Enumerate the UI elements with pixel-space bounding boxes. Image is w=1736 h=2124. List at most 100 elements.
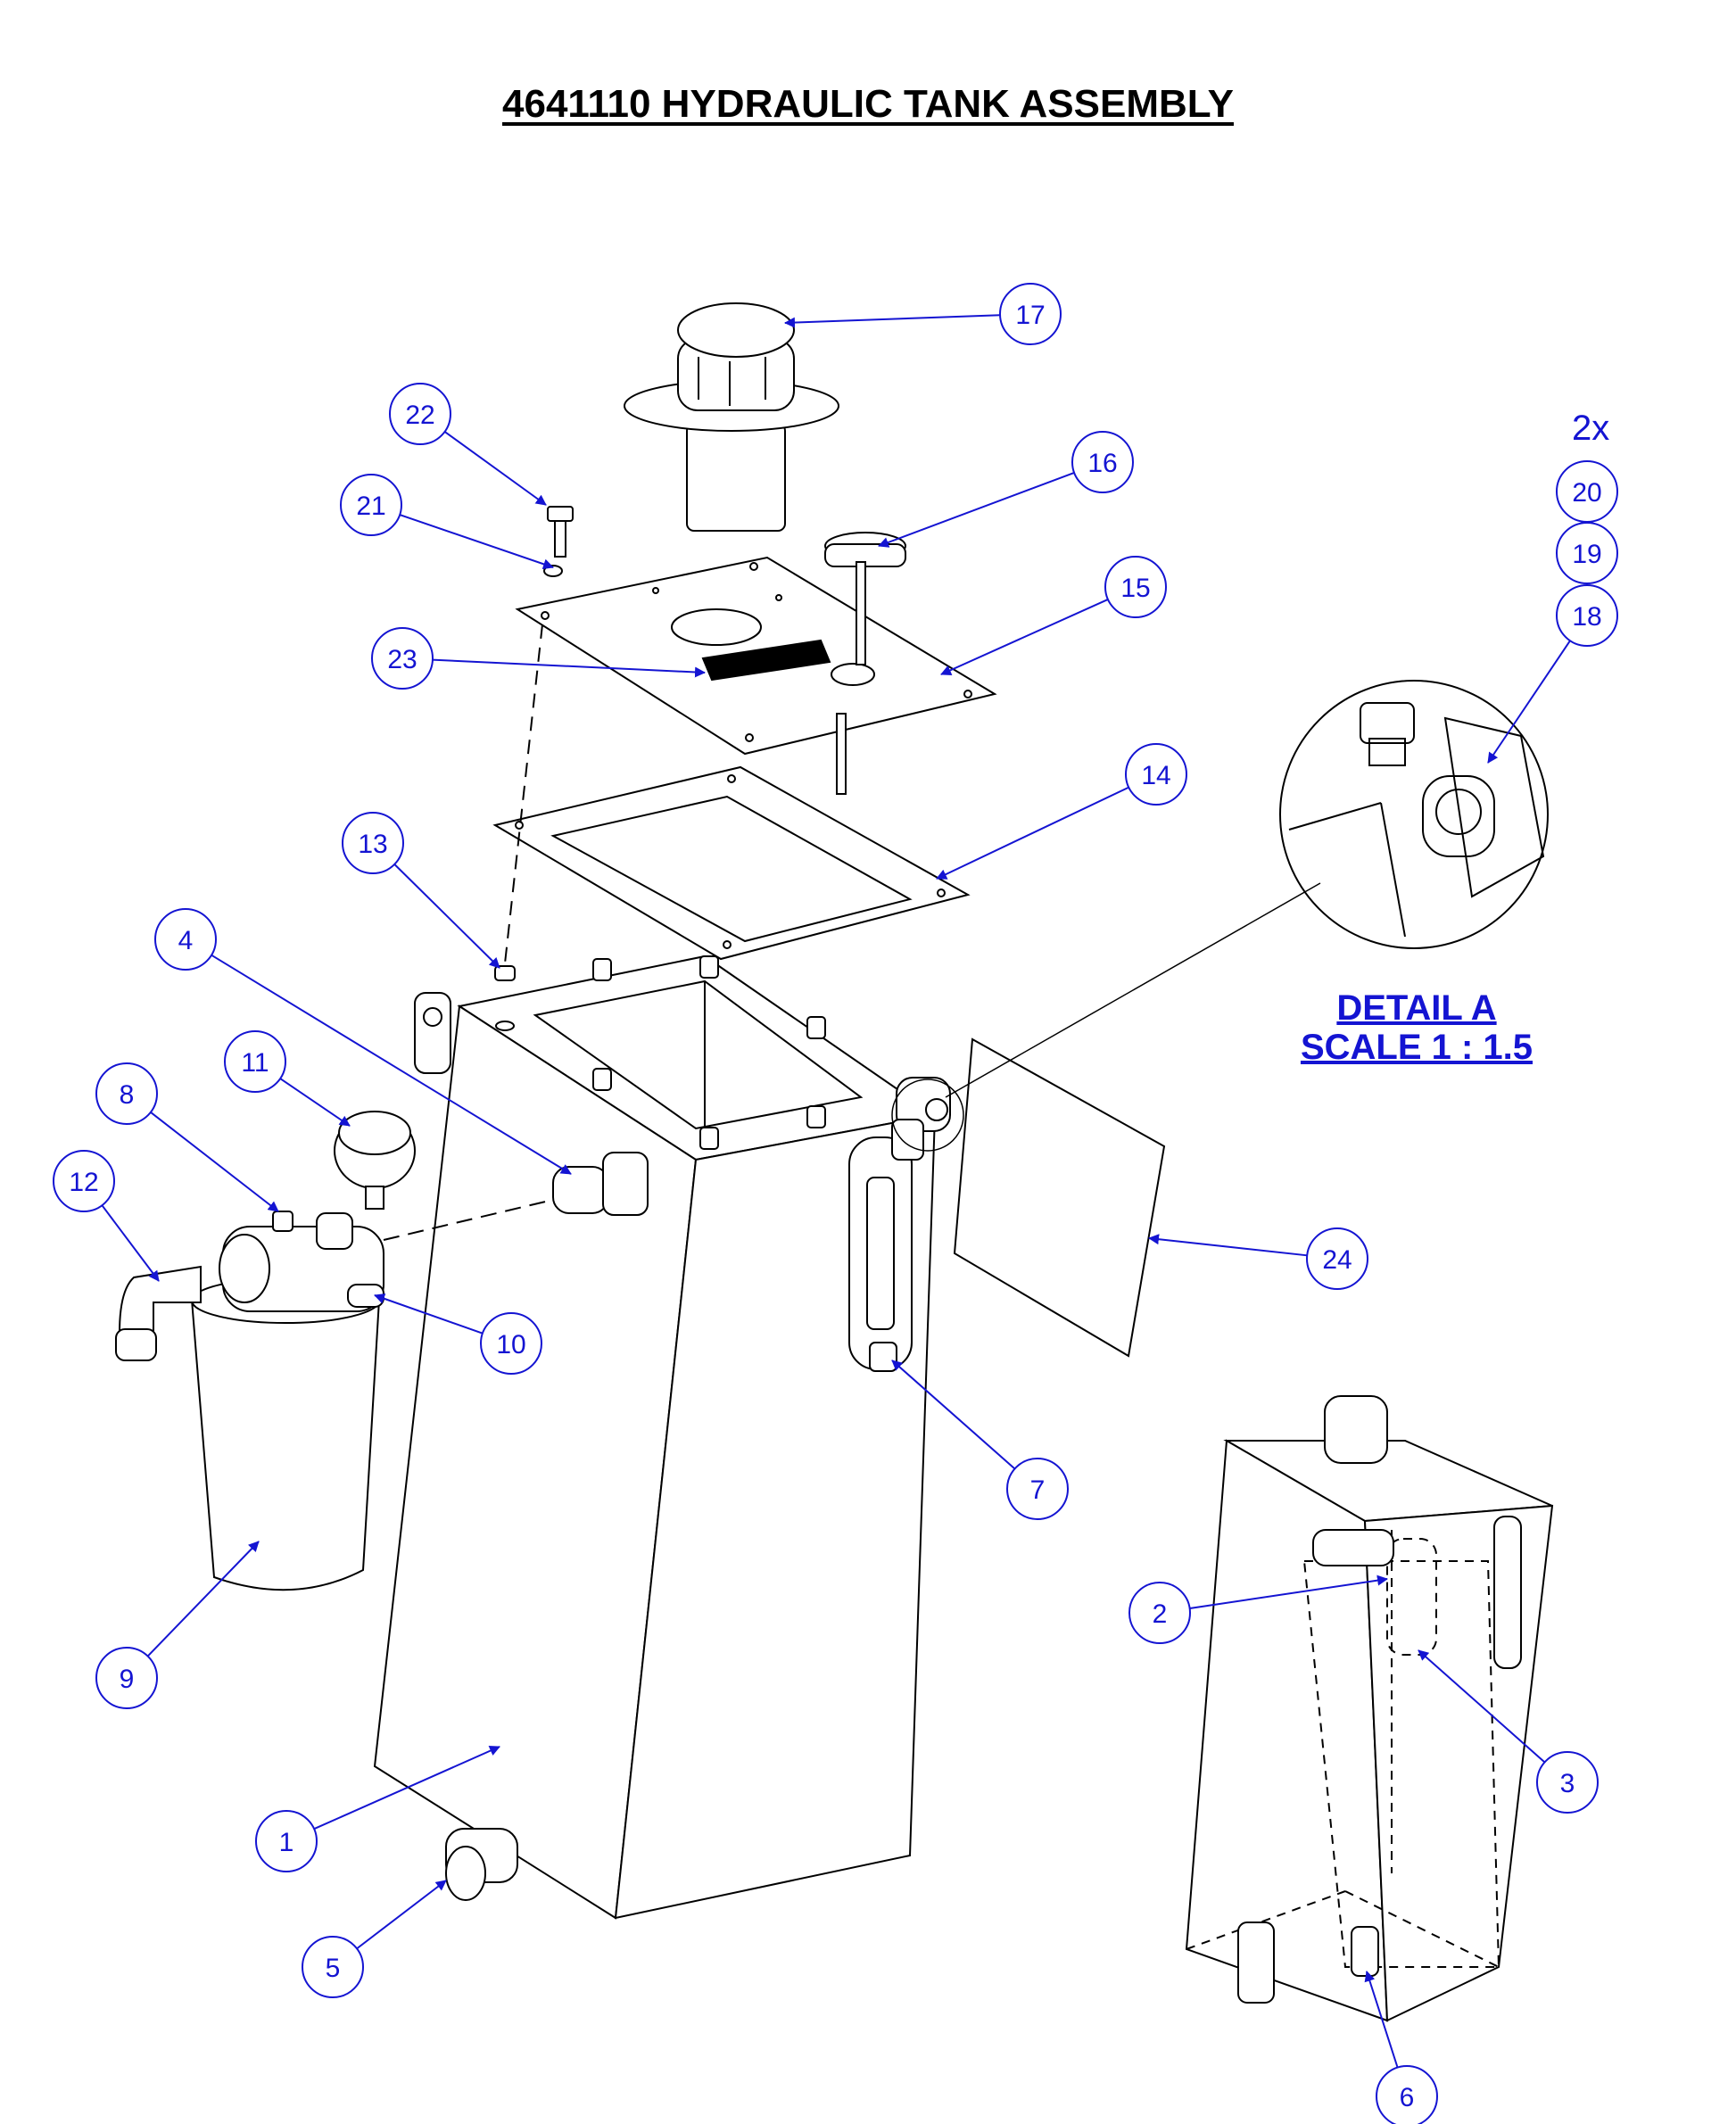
balloon-16: 16 (1071, 431, 1134, 493)
balloon-15-leader (940, 599, 1109, 675)
balloon-16-label: 16 (1087, 449, 1117, 478)
balloon-14-circle (1125, 743, 1187, 806)
balloon-21-circle (340, 474, 402, 536)
balloon-3: 3 (1536, 1751, 1599, 1814)
balloon-4-circle (154, 908, 217, 971)
balloon-23-label: 23 (387, 645, 417, 674)
balloon-1-leader (313, 1745, 500, 1831)
balloon-4-label: 4 (178, 926, 194, 955)
balloon-1-label: 1 (279, 1828, 294, 1857)
decal (953, 1037, 1166, 1358)
balloon-10-label: 10 (496, 1330, 525, 1360)
balloon-5-leader (356, 1880, 447, 1950)
balloon-15-circle (1104, 556, 1167, 618)
balloon-7-label: 7 (1030, 1475, 1046, 1505)
balloon-12-label: 12 (69, 1168, 98, 1197)
balloon-21-label: 21 (356, 492, 385, 521)
drain-fitting (445, 1828, 518, 1901)
balloon-6-label: 6 (1400, 2083, 1415, 2112)
balloon-13-label: 13 (358, 830, 387, 859)
detail-a-scale: SCALE 1 : 1.5 (1300, 1028, 1533, 1067)
balloon-22-label: 22 (405, 401, 434, 430)
balloon-9: 9 (95, 1647, 158, 1709)
balloon-3-circle (1536, 1751, 1599, 1814)
balloon-7-circle (1006, 1458, 1069, 1520)
tank-body (373, 955, 938, 1920)
balloon-20: 20 (1556, 460, 1618, 523)
balloon-4: 4 (154, 908, 217, 971)
balloon-5-circle (302, 1936, 364, 1998)
balloon-9-circle (95, 1647, 158, 1709)
balloon-6-circle (1376, 2065, 1438, 2124)
filter-centerline (383, 1199, 554, 1241)
balloon-15-label: 15 (1120, 574, 1150, 603)
balloon-11-leader (279, 1078, 351, 1127)
balloon-6: 6 (1376, 2065, 1438, 2124)
balloon-14-leader (936, 786, 1129, 880)
sight-gauge (848, 1119, 924, 1372)
balloon-24: 24 (1306, 1227, 1368, 1290)
cover-plate (515, 556, 997, 795)
balloon-8-circle (95, 1062, 158, 1125)
balloon-15: 15 (1104, 556, 1167, 618)
quantity-note: 2x (1572, 409, 1610, 448)
detail-a-label: DETAIL A (1336, 988, 1497, 1028)
balloon-2: 2 (1128, 1582, 1191, 1644)
balloon-7: 7 (1006, 1458, 1069, 1520)
balloon-19: 19 (1556, 522, 1618, 584)
balloon-8: 8 (95, 1062, 158, 1125)
balloon-16-circle (1071, 431, 1134, 493)
balloon-1-circle (255, 1810, 318, 1872)
balloon-13-circle (342, 812, 404, 874)
balloon-23: 23 (371, 627, 434, 690)
balloon-7-leader (891, 1360, 1016, 1470)
balloon-8-leader (150, 1112, 279, 1212)
balloon-3-label: 3 (1560, 1769, 1575, 1798)
balloon-16-leader (878, 471, 1075, 548)
balloon-4-leader (211, 954, 572, 1175)
balloon-2-leader (1189, 1574, 1388, 1609)
balloon-12: 12 (53, 1150, 115, 1212)
breather-cap (624, 302, 839, 532)
balloon-10: 10 (480, 1312, 542, 1375)
balloon-8-label: 8 (120, 1080, 135, 1110)
detail-a-callout-circle (891, 1079, 964, 1152)
balloon-9-leader (146, 1541, 260, 1657)
adapter-fitting (552, 1152, 649, 1216)
reference-view (1185, 1395, 1554, 2022)
balloon-17-circle (999, 283, 1062, 345)
balloon-2-circle (1128, 1582, 1191, 1644)
balloon-5: 5 (302, 1936, 364, 1998)
detail-a-caption: DETAIL A SCALE 1 : 1.5 (1292, 988, 1542, 1067)
balloon-17-leader (784, 314, 1001, 328)
grommet (494, 965, 516, 1031)
balloon-10-circle (480, 1312, 542, 1375)
balloon-18-leader (1487, 640, 1571, 764)
balloon-24-circle (1306, 1227, 1368, 1290)
filter-assembly (190, 1211, 384, 1591)
balloon-3-leader (1418, 1649, 1546, 1764)
balloon-23-leader (432, 658, 706, 678)
balloon-18-label: 18 (1572, 602, 1601, 632)
balloon-11-circle (224, 1030, 286, 1093)
balloon-6-leader (1364, 1971, 1399, 2068)
balloon-22-leader (443, 431, 547, 506)
balloon-9-label: 9 (120, 1665, 135, 1694)
balloon-22-circle (389, 383, 451, 445)
balloon-14: 14 (1125, 743, 1187, 806)
balloon-11-label: 11 (241, 1048, 269, 1078)
balloon-24-leader (1148, 1234, 1308, 1257)
balloon-18-circle (1556, 584, 1618, 647)
balloon-21: 21 (340, 474, 402, 536)
balloon-20-circle (1556, 460, 1618, 523)
mounting-tabs (414, 992, 951, 1132)
balloon-19-label: 19 (1572, 540, 1601, 569)
leader-lines (101, 314, 1571, 2068)
balloon-23-circle (371, 627, 434, 690)
screw-centerline (504, 624, 543, 964)
balloon-18: 18 (1556, 584, 1618, 647)
balloon-12-leader (101, 1204, 160, 1282)
drawing-title: 4641110 HYDRAULIC TANK ASSEMBLY (502, 82, 1234, 126)
